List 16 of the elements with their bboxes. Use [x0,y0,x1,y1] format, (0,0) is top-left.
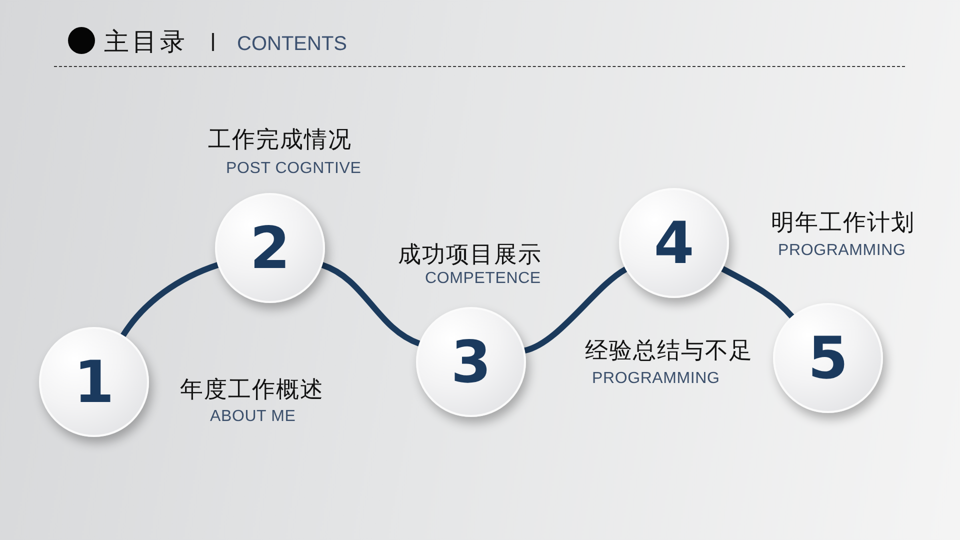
section-subtitle: POST COGNTIVE [226,161,362,177]
section-subtitle: PROGRAMMING [592,371,720,387]
slide-title: 主目录 [104,29,188,54]
section-subtitle: ABOUT ME [210,409,296,425]
connector-curve [524,266,628,354]
section-subtitle: PROGRAMMING [778,243,906,259]
subtitle-text: CONTENTS [237,34,347,54]
connector-curve [721,266,794,319]
connector-curve [321,262,420,346]
section-subtitle: COMPETENCE [425,271,541,287]
section-title: 年度工作概述 [180,379,324,402]
section-title: 明年工作计划 [771,212,915,235]
section-title: 成功项目展示 [398,244,542,267]
connector-curve [120,262,219,338]
section-title: 工作完成情况 [208,129,352,152]
section-title: 经验总结与不足 [585,340,753,363]
